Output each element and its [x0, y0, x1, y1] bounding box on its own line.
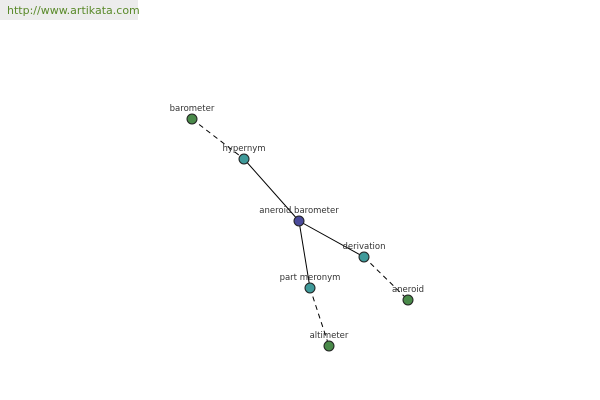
edges-layer: [191, 118, 409, 347]
edge-center-derivation: [298, 220, 365, 258]
node-altimeter[interactable]: altimeter: [310, 331, 349, 352]
node-barometer[interactable]: barometer: [170, 104, 215, 125]
node-part-meronym[interactable]: part meronym: [280, 273, 341, 294]
node-circle-aneroid[interactable]: [402, 294, 414, 306]
node-label-center: aneroid barometer: [259, 206, 339, 216]
node-aneroid[interactable]: aneroid: [392, 285, 424, 306]
edge-part-meronym-altimeter: [309, 287, 330, 347]
node-label-altimeter: altimeter: [310, 331, 349, 341]
node-circle-center[interactable]: [293, 215, 305, 227]
edge-barometer-hypernym: [191, 118, 245, 160]
node-circle-altimeter[interactable]: [323, 340, 335, 352]
node-derivation[interactable]: derivation: [342, 242, 386, 263]
node-label-aneroid: aneroid: [392, 285, 424, 295]
node-circle-derivation[interactable]: [358, 251, 370, 263]
edge-hypernym-center: [243, 158, 300, 222]
node-circle-barometer[interactable]: [186, 113, 198, 125]
watermark-link[interactable]: http://www.artikata.com: [0, 0, 140, 20]
node-label-barometer: barometer: [170, 104, 215, 114]
nodes-layer: barometer hypernym aneroid barometer deriva…: [170, 104, 424, 352]
node-label-derivation: derivation: [342, 242, 385, 252]
node-label-hypernym: hypernym: [222, 144, 265, 154]
node-hypernym[interactable]: hypernym: [222, 144, 266, 165]
edge-center-part-meronym: [298, 220, 311, 289]
node-label-part-meronym: part meronym: [280, 273, 341, 283]
node-circle-hypernym[interactable]: [238, 153, 250, 165]
node-circle-part-meronym[interactable]: [304, 282, 316, 294]
node-center[interactable]: aneroid barometer: [259, 206, 339, 227]
edge-derivation-aneroid: [363, 256, 409, 301]
